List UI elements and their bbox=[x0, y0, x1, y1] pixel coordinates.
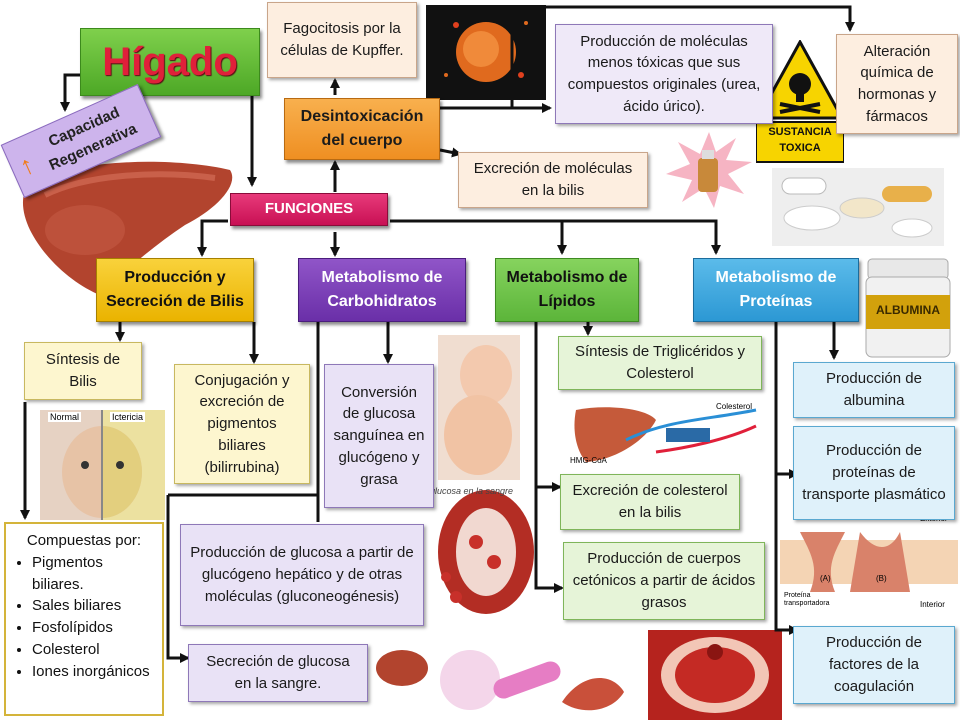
glucose-pathway-image bbox=[372, 632, 630, 718]
excrecion-colesterol-text: Excreción de colesterol en la bilis bbox=[572, 482, 728, 521]
category-lipidos-label: Metabolismo de Lípidos bbox=[506, 269, 628, 310]
pills-image bbox=[772, 168, 944, 246]
cuerpos-cetonicos-box: Producción de cuerpos cetónicos a partir… bbox=[563, 542, 765, 620]
toxic-label-1: SUSTANCIA bbox=[768, 126, 832, 138]
funciones-box: FUNCIONES bbox=[230, 193, 388, 226]
blood-vessel-image: glucosa en la sangre bbox=[426, 482, 534, 622]
hmgcoa-label: HMG-CoA bbox=[570, 456, 607, 465]
category-proteinas-label: Metabolismo de Proteínas bbox=[715, 269, 837, 310]
page-title: Hígado bbox=[80, 28, 260, 96]
kupffer-text: Fagocitosis por la células de Kupffer. bbox=[280, 20, 404, 59]
list-item: Colesterol bbox=[32, 639, 156, 661]
faces-image: Normal Ictericia bbox=[40, 410, 165, 520]
alteracion-box: Alteración química de hormonas y fármaco… bbox=[836, 34, 958, 134]
list-item: Iones inorgánicos bbox=[32, 661, 156, 683]
secrecion-glucosa-text: Secreción de glucosa en la sangre. bbox=[206, 653, 350, 692]
coagulacion-box: Producción de factores de la coagulación bbox=[793, 626, 955, 704]
transporte-box: Producción de proteínas de transporte pl… bbox=[793, 426, 955, 520]
albumina-jar-image: ALBUMINA bbox=[862, 255, 954, 360]
moleculas-text: Producción de moléculas menos tóxicas qu… bbox=[567, 32, 761, 115]
desintox-box: Desintoxicación del cuerpo bbox=[284, 98, 440, 160]
cuerpos-cetonicos-text: Producción de cuerpos cetónicos a partir… bbox=[572, 550, 756, 611]
liver-image bbox=[15, 150, 240, 300]
funciones-label: FUNCIONES bbox=[264, 200, 354, 218]
membrane-transport-image: Exterior Interior (A) (B) Proteína trans… bbox=[780, 512, 958, 612]
category-bilis-label: Producción y Secreción de Bilis bbox=[106, 269, 244, 310]
conjugacion-text: Conjugación y excreción de pigmentos bil… bbox=[194, 371, 290, 476]
sintesis-trigliceridos-box: Síntesis de Triglicéridos y Colesterol bbox=[558, 336, 762, 390]
b-label: (B) bbox=[876, 574, 887, 583]
excrecion-bilis-text: Excreción de moléculas en la bilis bbox=[473, 160, 633, 199]
category-carbo-label: Metabolismo de Carbohidratos bbox=[321, 269, 443, 310]
a-label: (A) bbox=[820, 574, 831, 583]
category-carbo: Metabolismo de Carbohidratos bbox=[298, 258, 466, 322]
conjugacion-box: Conjugación y excreción de pigmentos bil… bbox=[174, 364, 310, 484]
face-ictericia-label: Ictericia bbox=[110, 412, 146, 422]
transporte-text: Producción de proteínas de transporte pl… bbox=[802, 442, 946, 503]
produccion-glucosa-box: Producción de glucosa a partir de glucóg… bbox=[180, 524, 424, 626]
face-normal-label: Normal bbox=[48, 412, 82, 422]
produccion-glucosa-text: Producción de glucosa a partir de glucóg… bbox=[190, 544, 414, 605]
vessel-image bbox=[648, 630, 782, 720]
compuestas-list: Pigmentos biliares. Sales biliares Fosfo… bbox=[12, 552, 156, 683]
list-item: Fosfolípidos bbox=[32, 617, 156, 639]
toxic-label-2: TOXICA bbox=[779, 142, 821, 154]
albumina-jar-label: ALBUMINA bbox=[876, 303, 940, 317]
conversion-box: Conversión de glucosa sanguínea en glucó… bbox=[324, 364, 434, 508]
sintesis-bilis-text: Síntesis de Bilis bbox=[45, 351, 121, 390]
desintox-label: Desintoxicación del cuerpo bbox=[300, 108, 424, 149]
excrecion-colesterol-box: Excreción de colesterol en la bilis bbox=[560, 474, 740, 530]
glucosa-label: glucosa en la sangre bbox=[430, 486, 514, 496]
cholesterol-pathway-image: Colesterol HMG-CoA bbox=[566, 400, 764, 472]
bottle-burst-image bbox=[664, 130, 754, 210]
compuestas-box: Compuestas por: Pigmentos biliares. Sale… bbox=[4, 522, 164, 716]
page-title-text: Hígado bbox=[102, 40, 238, 84]
albumina-text: Producción de albumina bbox=[826, 370, 922, 409]
moleculas-box: Producción de moléculas menos tóxicas qu… bbox=[555, 24, 773, 124]
conversion-text: Conversión de glucosa sanguínea en glucó… bbox=[333, 383, 425, 488]
coagulacion-text: Producción de factores de la coagulación bbox=[826, 634, 922, 695]
compuestas-title: Compuestas por: bbox=[26, 532, 142, 549]
colesterol-label: Colesterol bbox=[716, 402, 753, 411]
sintesis-bilis-box: Síntesis de Bilis bbox=[24, 342, 142, 400]
proteina-label: Proteína transportadora bbox=[784, 592, 830, 607]
secrecion-glucosa-box: Secreción de glucosa en la sangre. bbox=[188, 644, 368, 702]
sintesis-trigliceridos-text: Síntesis de Triglicéridos y Colesterol bbox=[574, 343, 746, 382]
albumina-box: Producción de albumina bbox=[793, 362, 955, 418]
list-item: Sales biliares bbox=[32, 595, 156, 617]
category-proteinas: Metabolismo de Proteínas bbox=[693, 258, 859, 322]
toxic-sign-image: SUSTANCIA TOXICA bbox=[756, 40, 844, 164]
category-bilis: Producción y Secreción de Bilis bbox=[96, 258, 254, 322]
kupffer-box: Fagocitosis por la células de Kupffer. bbox=[267, 2, 417, 78]
excrecion-bilis-box: Excreción de moléculas en la bilis bbox=[458, 152, 648, 208]
category-lipidos: Metabolismo de Lípidos bbox=[495, 258, 639, 322]
interior-label: Interior bbox=[920, 600, 945, 609]
baby-image bbox=[438, 335, 520, 480]
list-item: Pigmentos biliares. bbox=[32, 552, 156, 596]
kupffer-cell-image bbox=[426, 5, 546, 100]
alteracion-text: Alteración química de hormonas y fármaco… bbox=[857, 42, 937, 125]
